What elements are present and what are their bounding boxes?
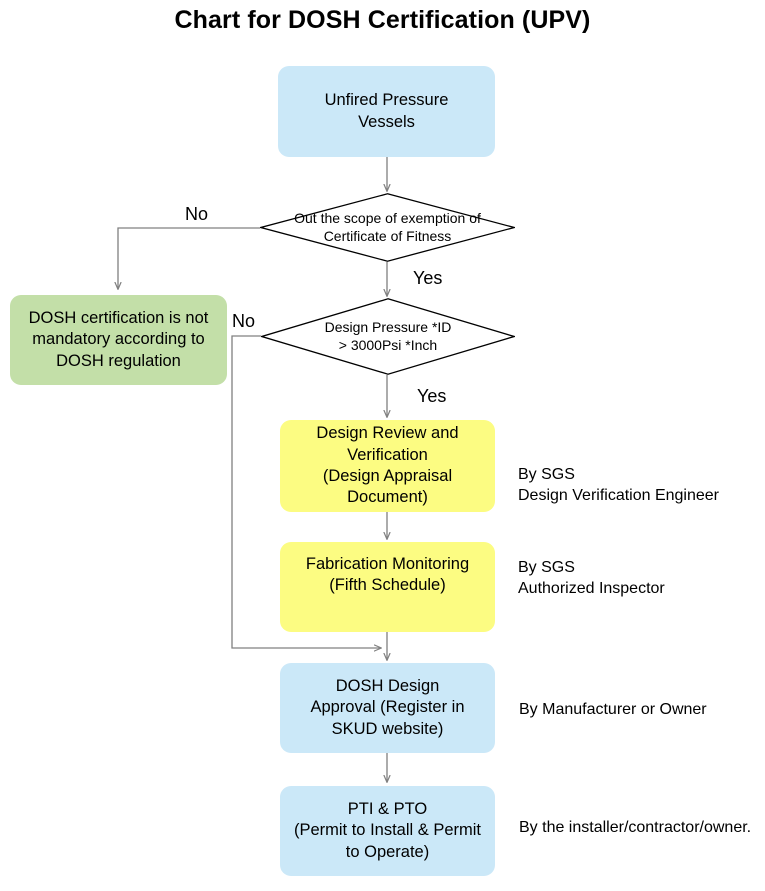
- page-title: Chart for DOSH Certification (UPV): [174, 6, 591, 34]
- note-fabrication: By SGS Authorized Inspector: [518, 559, 665, 598]
- note-pti-pto: By the installer/contractor/owner.: [519, 819, 752, 836]
- node-dosh-design-approval-label: DOSH Design Approval (Register in SKUD w…: [310, 676, 465, 738]
- decision-out-of-scope-exemption-label: Out the scope of exemption of Certificat…: [294, 209, 481, 244]
- node-fabrication-monitoring[interactable]: Fabrication Monitoring (Fifth Schedule): [280, 542, 495, 632]
- node-dosh-design-approval[interactable]: DOSH Design Approval (Register in SKUD w…: [280, 663, 495, 753]
- node-unfired-pressure-vessels[interactable]: Unfired Pressure Vessels: [278, 66, 495, 157]
- edge-label-pressure-no: No: [232, 311, 256, 331]
- node-design-review-verification[interactable]: Design Review and Verification (Design A…: [280, 420, 495, 512]
- note-design-review: By SGS Design Verification Engineer: [518, 466, 720, 505]
- node-dosh-not-mandatory[interactable]: DOSH certification is not mandatory acco…: [10, 295, 227, 385]
- node-unfired-pressure-vessels-label: Unfired Pressure Vessels: [324, 91, 449, 131]
- node-design-review-verification-label: Design Review and Verification (Design A…: [316, 424, 459, 507]
- decision-design-pressure[interactable]: Design Pressure *ID > 3000Psi *Inch: [261, 298, 515, 375]
- edge-label-scope-no: No: [185, 204, 209, 224]
- decision-design-pressure-label: Design Pressure *ID > 3000Psi *Inch: [324, 318, 452, 353]
- diamond-shape-icon: [260, 193, 515, 262]
- node-pti-pto-label: PTI & PTO (Permit to Install & Permit to…: [293, 799, 482, 861]
- decision-out-of-scope-exemption[interactable]: Out the scope of exemption of Certificat…: [260, 193, 515, 262]
- note-dosh-approval: By Manufacturer or Owner: [519, 701, 707, 718]
- edge-scope-no-to-not-mandatory: [118, 227, 260, 289]
- node-fabrication-monitoring-label: Fabrication Monitoring (Fifth Schedule): [305, 555, 470, 595]
- node-dosh-not-mandatory-label: DOSH certification is not mandatory acco…: [28, 308, 209, 370]
- node-pti-pto[interactable]: PTI & PTO (Permit to Install & Permit to…: [280, 786, 495, 876]
- edge-label-pressure-yes: Yes: [417, 386, 447, 406]
- edge-label-scope-yes: Yes: [413, 268, 443, 288]
- diamond-shape-icon: [261, 298, 515, 375]
